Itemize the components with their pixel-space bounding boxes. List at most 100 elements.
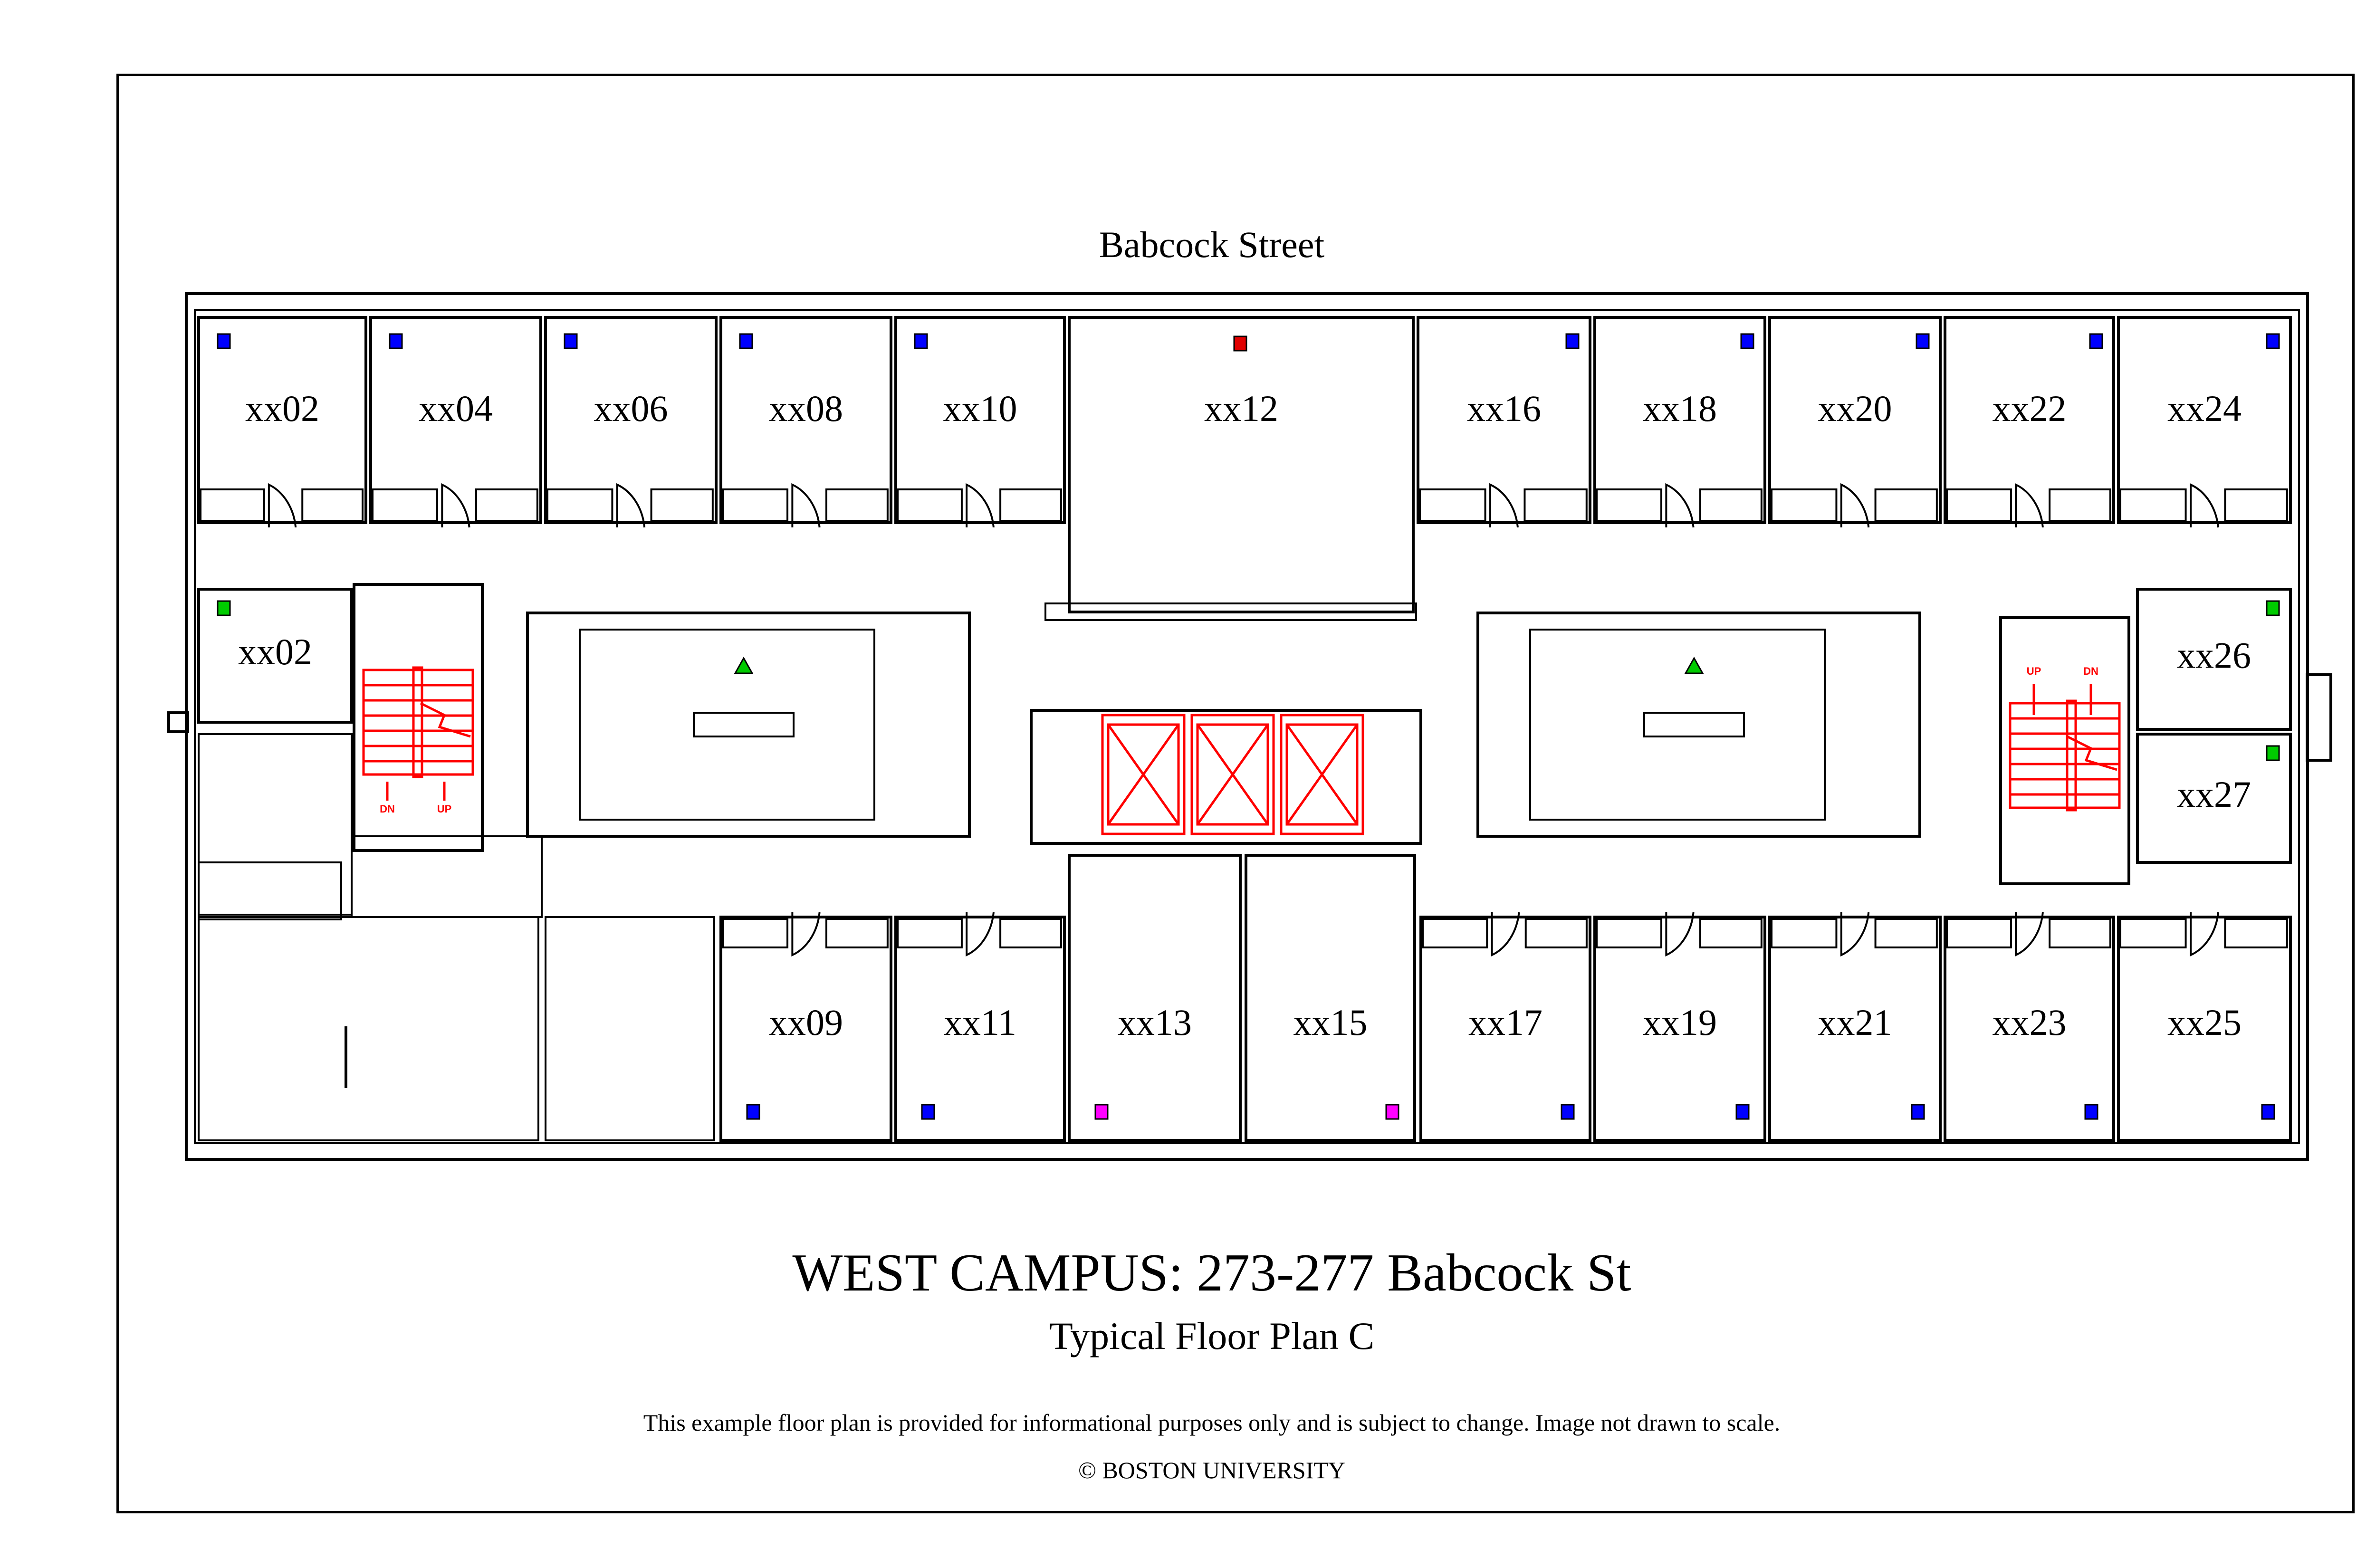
stairwell-outline	[353, 583, 484, 852]
room-b09[interactable]: xx09	[719, 912, 892, 1142]
room-label: xx25	[2167, 1002, 2242, 1043]
building-shell	[167, 292, 2332, 1161]
bay-east	[2306, 673, 2332, 762]
door-swing[interactable]	[616, 483, 646, 528]
room-b13[interactable]: xx13	[1068, 854, 1242, 1142]
door-swing[interactable]	[791, 912, 821, 957]
room-fill	[2136, 733, 2292, 864]
door-swing[interactable]	[966, 483, 995, 528]
room-label: xx04	[419, 388, 493, 429]
closet	[897, 488, 963, 522]
page-frame	[116, 74, 2355, 1513]
closet	[1419, 488, 1486, 522]
elevator-x	[1196, 724, 1269, 825]
room-label: xx16	[1467, 388, 1541, 429]
room-fill	[894, 916, 1066, 1142]
room-t24[interactable]: xx24	[2117, 316, 2292, 528]
door-swing[interactable]	[2015, 912, 2044, 957]
room-t08[interactable]: xx08	[719, 316, 892, 528]
door-swing[interactable]	[791, 483, 821, 528]
column-west	[167, 711, 189, 733]
blue-marker-icon	[2261, 1104, 2275, 1120]
elevator-outline	[1101, 714, 1186, 835]
room-b21[interactable]: xx21	[1768, 912, 1942, 1142]
room-t22[interactable]: xx22	[1944, 316, 2115, 528]
closet	[546, 488, 613, 522]
room-fill	[719, 316, 892, 524]
room-t16[interactable]: xx16	[1417, 316, 1591, 528]
door-swing[interactable]	[1840, 912, 1870, 957]
room-e26[interactable]: xx26	[2136, 588, 2292, 731]
room-label: xx08	[769, 388, 843, 429]
elevator-shaft[interactable]	[1190, 714, 1275, 835]
room-b25[interactable]: xx25	[2117, 912, 2292, 1142]
room-fill	[894, 316, 1066, 524]
door-swing[interactable]	[268, 483, 297, 528]
rooms-layer: xx02 xx04 xx06 xx08 xx10 xx12 xx16 xx18 xx20 xx22…	[197, 316, 2292, 1142]
handrail	[412, 666, 423, 778]
room-e27[interactable]: xx27	[2136, 733, 2292, 864]
elevator-car	[1196, 723, 1269, 826]
stairwell-outline	[1999, 616, 2130, 885]
room-label: xx20	[1818, 388, 1892, 429]
stair-label: UP	[437, 803, 452, 815]
room-t18[interactable]: xx18	[1593, 316, 1766, 528]
room-label: xx21	[1818, 1002, 1892, 1043]
room-label: xx12	[1204, 388, 1278, 429]
closet	[1874, 918, 1938, 948]
core-inner	[1529, 629, 1826, 821]
stairwell[interactable]: DN UP	[353, 583, 484, 852]
elevator-shaft[interactable]	[1101, 714, 1186, 835]
door-swing[interactable]	[1491, 912, 1520, 957]
closet	[1771, 488, 1838, 522]
blue-marker-icon	[739, 333, 753, 349]
door-swing[interactable]	[2015, 483, 2044, 528]
door-swing[interactable]	[1489, 483, 1519, 528]
closet	[2224, 918, 2288, 948]
door-swing[interactable]	[441, 483, 470, 528]
door-swing[interactable]	[2190, 912, 2219, 957]
closet	[825, 488, 889, 522]
room-fill	[2136, 588, 2292, 731]
door-swing[interactable]	[2190, 483, 2219, 528]
door-swing[interactable]	[1665, 912, 1695, 957]
room-fill	[1068, 316, 1415, 613]
room-label: xx19	[1643, 1002, 1717, 1043]
door-swing[interactable]	[1840, 483, 1870, 528]
room-w02[interactable]: xx02	[197, 588, 353, 724]
room-t04[interactable]: xx04	[369, 316, 542, 528]
magenta-marker-icon	[1094, 1104, 1109, 1120]
elevator-car	[1285, 723, 1359, 826]
room-t20[interactable]: xx20	[1768, 316, 1942, 528]
room-label: xx24	[2167, 388, 2242, 429]
room-t02[interactable]: xx02	[197, 316, 367, 528]
service-room	[351, 835, 543, 918]
room-label: xx23	[1993, 1002, 2067, 1043]
door-swing[interactable]	[966, 912, 995, 957]
room-t10[interactable]: xx10	[894, 316, 1066, 528]
green-triangle-icon	[734, 656, 754, 674]
core-layer	[526, 602, 1921, 838]
closet	[650, 488, 714, 522]
closet	[999, 918, 1062, 948]
room-label: xx02	[238, 631, 312, 672]
room-fill	[197, 316, 367, 524]
room-label: xx11	[944, 1002, 1016, 1043]
elevator-shaft[interactable]	[1280, 714, 1364, 835]
room-fill	[719, 916, 892, 1142]
room-b11[interactable]: xx11	[894, 912, 1066, 1142]
room-b17[interactable]: xx17	[1419, 912, 1591, 1142]
room-b23[interactable]: xx23	[1944, 912, 2115, 1142]
closet	[200, 488, 265, 522]
corridor-bay	[1044, 602, 1417, 621]
room-b19[interactable]: xx19	[1593, 912, 1766, 1142]
room-t12[interactable]: xx12	[1068, 316, 1415, 613]
room-b15[interactable]: xx15	[1245, 854, 1416, 1142]
room-fill	[2117, 316, 2292, 524]
stair-label: DN	[380, 803, 395, 815]
room-fill	[2117, 916, 2292, 1142]
door-swing[interactable]	[1665, 483, 1695, 528]
blue-marker-icon	[1740, 333, 1754, 349]
room-t06[interactable]: xx06	[544, 316, 718, 528]
